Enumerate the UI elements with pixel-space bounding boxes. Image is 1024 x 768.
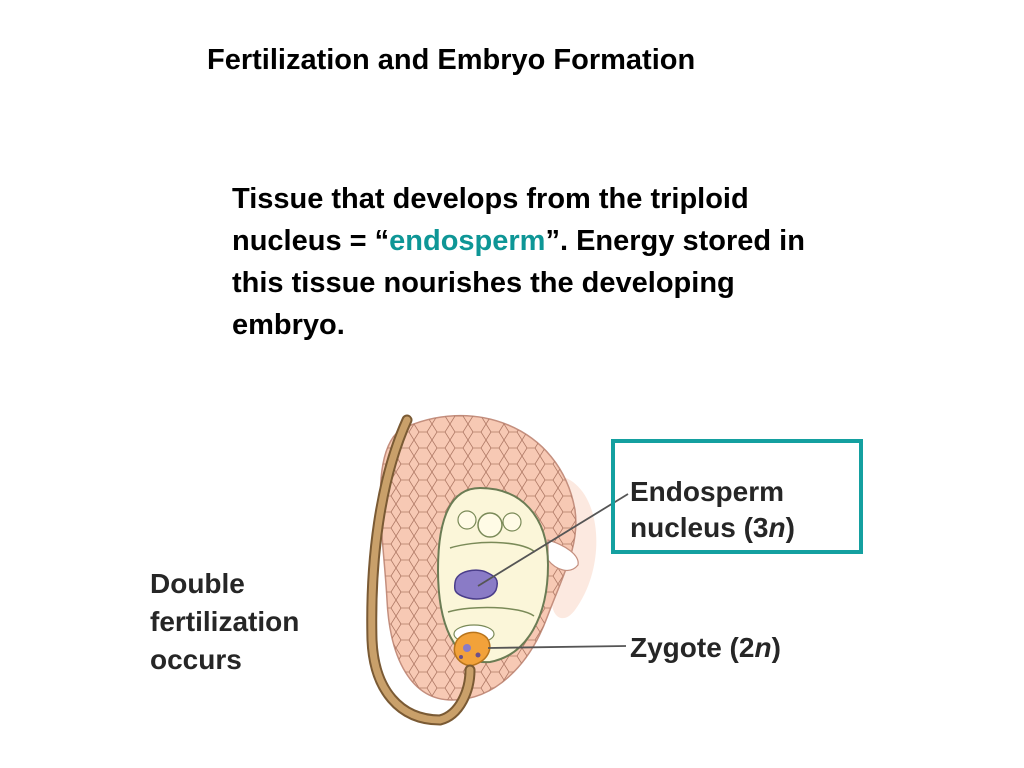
zygote (453, 631, 491, 667)
zygote-label: Zygote (2n) (630, 632, 781, 663)
endosperm-leader-line (477, 493, 629, 587)
endosperm-nucleus (453, 569, 498, 600)
endosperm-label-box (611, 439, 863, 554)
description-line-1: Tissue that develops from the triploid (232, 183, 749, 215)
description-line-2: nucleus = “endosperm”. Energy stored in (232, 220, 952, 262)
zygote-leader-line (487, 645, 627, 649)
description-line-4: embryo. (232, 309, 345, 341)
caption-occurs: occurs (150, 644, 242, 675)
endosperm-label-line-2: nucleus (3n) (630, 512, 795, 543)
description-line-2-end: ”. Energy stored in (545, 225, 805, 257)
caption-fertilization: fertilization (150, 606, 299, 637)
slide-title: Fertilization and Embryo Formation (207, 44, 696, 76)
description-text: Tissue that develops from the triploid n… (232, 178, 952, 346)
description-line-3: this tissue nourishes the developing (232, 267, 735, 299)
description-line-2-start: nucleus = “ (232, 225, 390, 257)
endosperm-label-line-1: Endosperm (630, 476, 784, 507)
endosperm-term: endosperm (389, 225, 546, 257)
caption-double: Double (150, 568, 245, 599)
